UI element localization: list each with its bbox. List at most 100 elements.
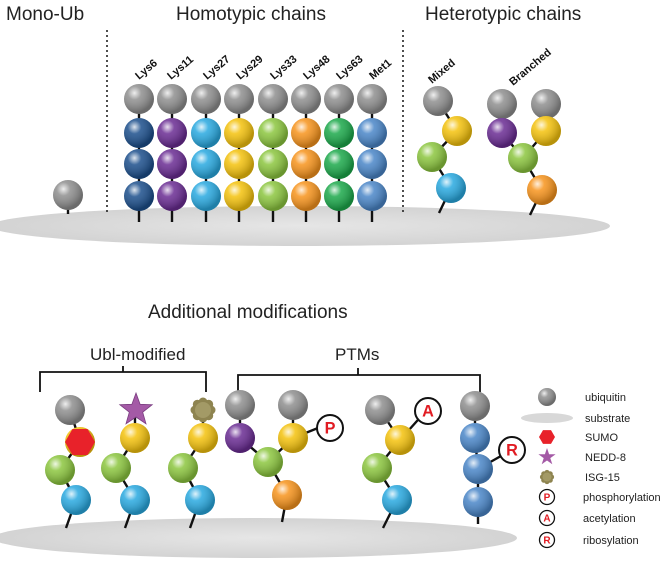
label-mixed: Mixed <box>426 57 458 86</box>
chain-lys6-sphere-2 <box>124 149 154 179</box>
substrate-top <box>0 206 610 246</box>
legend-item-substrate: substrate <box>521 413 630 425</box>
legend-substrate-symbol <box>521 413 573 423</box>
chain-lys63-sphere-2 <box>324 149 354 179</box>
chain-lys63-sphere-3 <box>324 181 354 211</box>
acetylation-badge: A <box>414 397 442 425</box>
chain-lys33-sphere-1 <box>258 118 288 148</box>
label-branched: Branched <box>507 46 554 88</box>
mixed-sphere-2 <box>417 142 447 172</box>
chain-lys11-sphere-3 <box>157 181 187 211</box>
chain-lys29-sphere-0 <box>224 84 254 114</box>
branched-sphere-orange <box>527 175 557 205</box>
sumo-hexagon <box>65 429 95 455</box>
sumo-chain-sphere-2 <box>61 485 91 515</box>
isg15-chain-sphere-1 <box>168 453 198 483</box>
heading-ptms: PTMs <box>335 345 379 364</box>
branched-sphere-yellow <box>531 116 561 146</box>
legend-acetyl-label: acetylation <box>583 513 636 525</box>
chain-lys33-sphere-2 <box>258 149 288 179</box>
ribosyl-chain-sphere-2 <box>463 487 493 517</box>
chain-lys63-sphere-0 <box>324 84 354 114</box>
heading-additional: Additional modifications <box>148 302 348 323</box>
ribosylation-badge-letter: R <box>506 441 518 459</box>
chain-met1-sphere-2 <box>357 149 387 179</box>
nedd8-chain-sphere-2 <box>120 485 150 515</box>
label-met1: Met1 <box>367 57 394 82</box>
chain-lys11-sphere-2 <box>157 149 187 179</box>
sumo-chain-top <box>55 395 85 425</box>
chain-lys6-sphere-0 <box>124 84 154 114</box>
legend-nedd8-symbol <box>538 448 556 465</box>
nedd8-star <box>118 391 154 425</box>
legend-isg15-symbol <box>539 469 555 485</box>
chain-lys48-sphere-2 <box>291 149 321 179</box>
branched-sphere-purple <box>487 118 517 148</box>
chain-lys48-sphere-3 <box>291 181 321 211</box>
chain-lys27-sphere-1 <box>191 118 221 148</box>
chain-lys27-sphere-3 <box>191 181 221 211</box>
isg15-chain-sphere-0 <box>188 423 218 453</box>
ribosyl-sphere-top <box>460 391 490 421</box>
svg-text:R: R <box>543 536 551 547</box>
heading-mono-ub: Mono-Ub <box>6 4 84 25</box>
svg-text:P: P <box>544 493 551 504</box>
acetyl-chain-sphere-2 <box>382 485 412 515</box>
branched-sphere-top-left <box>487 89 517 119</box>
chain-met1-sphere-3 <box>357 181 387 211</box>
chain-lys33-sphere-0 <box>258 84 288 114</box>
chain-lys6-sphere-1 <box>124 118 154 148</box>
isg15-chain-sphere-2 <box>185 485 215 515</box>
mixed-sphere-3 <box>436 173 466 203</box>
legend-sumo-symbol <box>539 430 555 444</box>
legend-acetyl-symbol: A <box>538 509 556 527</box>
nedd8-chain-sphere-0 <box>120 423 150 453</box>
acetyl-sphere-top <box>365 395 395 425</box>
nedd8-chain-sphere-1 <box>101 453 131 483</box>
legend-phospho-symbol: P <box>538 488 556 506</box>
isg15-symbol <box>190 397 216 423</box>
label-lys29: Lys29 <box>234 53 265 82</box>
modifier-symbols: P A R <box>65 391 526 464</box>
bracket-ptms <box>237 374 481 392</box>
chain-lys29-sphere-2 <box>224 149 254 179</box>
label-lys11: Lys11 <box>165 54 196 83</box>
mixed-sphere-1 <box>442 116 472 146</box>
legend-ribosyl-symbol: R <box>538 531 556 549</box>
mono-ub-sphere-0 <box>53 180 83 210</box>
phospho-sphere-top-right <box>278 390 308 420</box>
heading-ubl-modified: Ubl-modified <box>90 345 185 364</box>
chain-labels: Lys6 Lys11 Lys27 Lys29 Lys33 Lys48 Lys63… <box>133 46 554 88</box>
phospho-sphere-top-left <box>225 390 255 420</box>
acetylation-badge-letter: A <box>422 402 434 420</box>
chain-lys27-sphere-2 <box>191 149 221 179</box>
chain-lys48-sphere-0 <box>291 84 321 114</box>
legend-item-isg15: ISG-15 <box>539 469 620 485</box>
label-lys63: Lys63 <box>334 53 365 82</box>
phosphorylation-badge-letter: P <box>325 419 336 437</box>
legend-ribosyl-label: ribosylation <box>583 535 639 547</box>
chain-lys33-sphere-3 <box>258 181 288 211</box>
chain-lys63-sphere-1 <box>324 118 354 148</box>
chain-lys11-sphere-0 <box>157 84 187 114</box>
legend-ubiquitin-label: ubiquitin <box>585 392 626 404</box>
chain-spheres <box>45 84 561 517</box>
acetyl-chain-sphere-0 <box>385 425 415 455</box>
branched-sphere-top-right <box>531 89 561 119</box>
legend-nedd8-label: NEDD-8 <box>585 452 626 464</box>
legend-item-ubiquitin: ubiquitin <box>538 388 626 406</box>
chain-lys11-sphere-1 <box>157 118 187 148</box>
ribosyl-chain-sphere-0 <box>460 423 490 453</box>
label-lys33: Lys33 <box>268 53 299 82</box>
phospho-sphere-yellow <box>278 423 308 453</box>
mixed-sphere-0 <box>423 86 453 116</box>
legend-isg15-label: ISG-15 <box>585 472 620 484</box>
substrate-bottom <box>0 518 517 558</box>
chain-lys29-sphere-1 <box>224 118 254 148</box>
legend-ubiquitin-symbol <box>538 388 556 406</box>
